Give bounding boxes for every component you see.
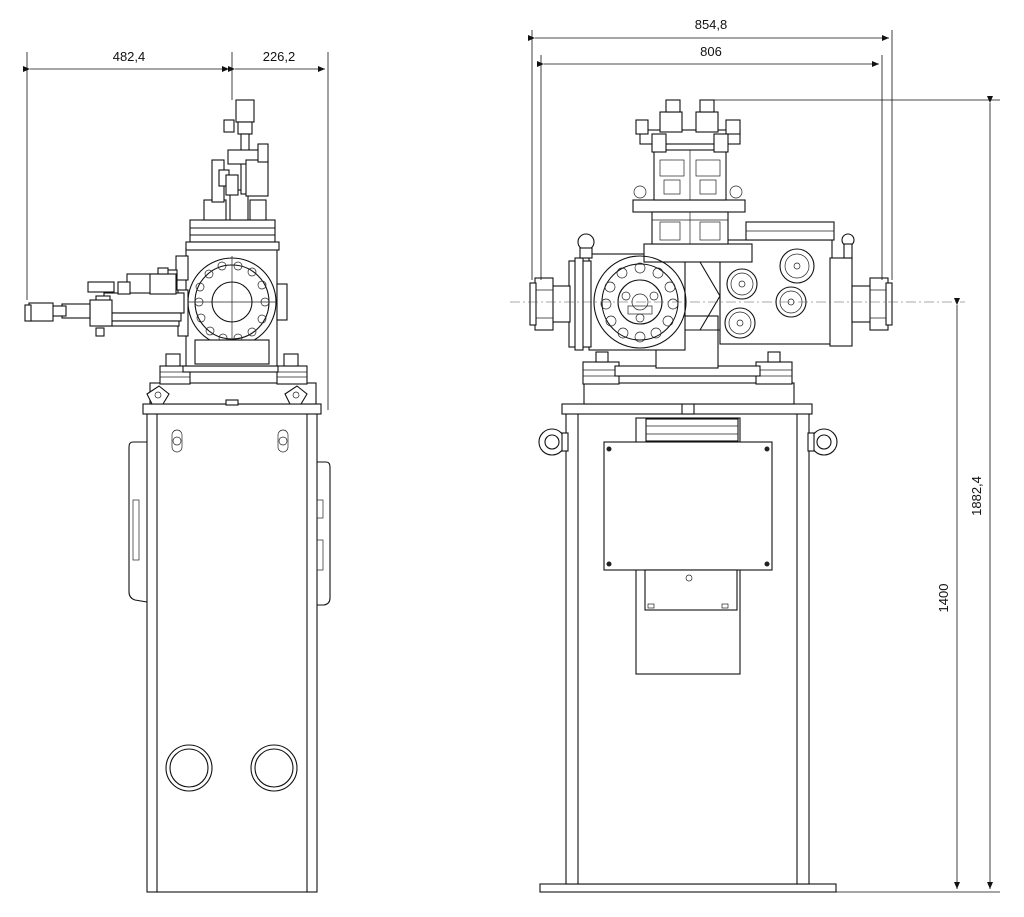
front-lifting-eyes: [538, 428, 838, 456]
front-view: [529, 99, 893, 893]
side-actuator-arm: [24, 255, 189, 337]
dim-side-width-right: 226,2: [263, 49, 296, 64]
front-view-dimensions: 854,8 806 1882,4 1400: [528, 17, 1000, 893]
side-lifting-slots: [171, 429, 289, 453]
dim-front-flange-width: 806: [700, 44, 722, 59]
side-view-dimensions: 482,4 226,2: [23, 49, 329, 410]
dim-front-overall-width: 854,8: [695, 17, 728, 32]
side-view: [24, 99, 331, 893]
side-cable-ports: [165, 744, 298, 792]
dim-side-width-left: 482,4: [113, 49, 146, 64]
side-instruments: [203, 99, 269, 221]
dim-centerline-height: 1400: [936, 584, 951, 613]
front-actuator-stack: [632, 99, 746, 245]
side-cabinet-body: [146, 412, 318, 893]
front-control-panel: [603, 441, 773, 571]
dim-overall-height: 1882,4: [969, 476, 984, 516]
front-left-flanges: [529, 257, 592, 351]
